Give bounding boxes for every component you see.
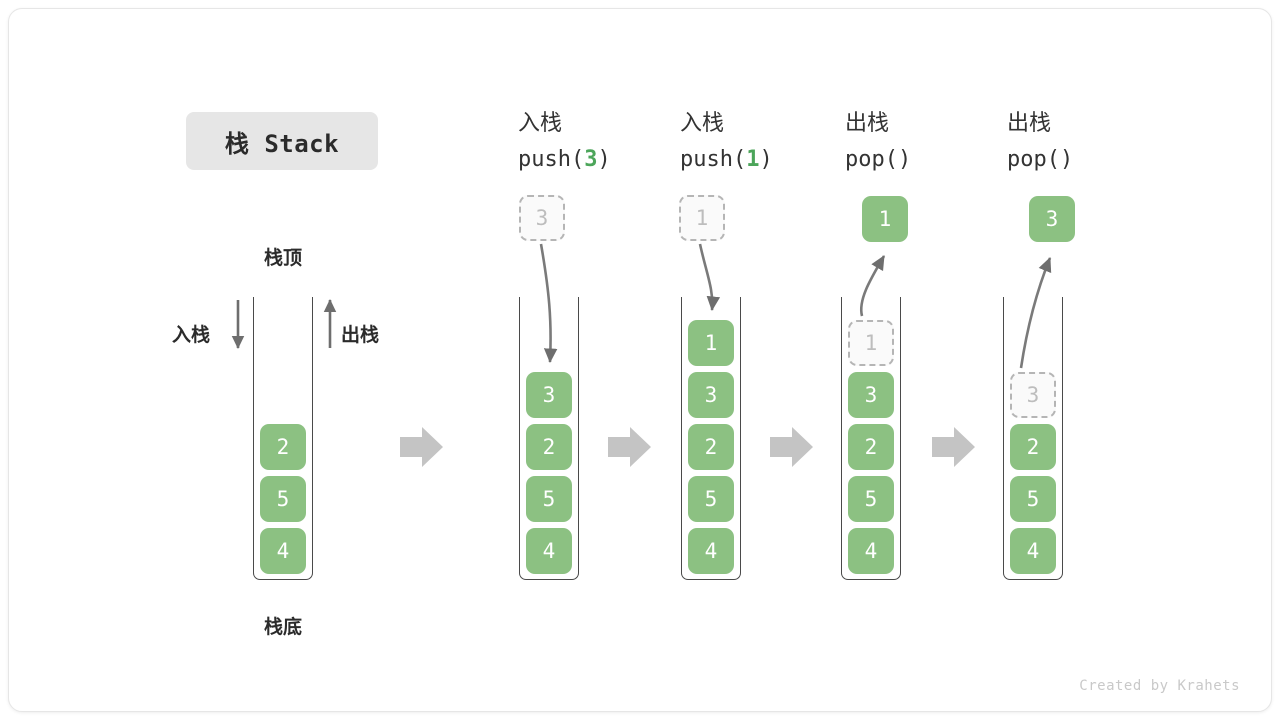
- pop-direction-label: 出栈: [341, 324, 380, 346]
- step-label-cn: 出栈: [845, 111, 890, 136]
- step-label-code: pop(): [845, 142, 911, 178]
- stack-cell: 4: [848, 528, 894, 574]
- code-suffix: ): [759, 147, 773, 172]
- step-label-code: push(3): [518, 142, 611, 178]
- page-title-text: 栈 Stack: [224, 129, 340, 158]
- stack-bottom-label: 栈底: [263, 616, 302, 638]
- stack-cell: 3: [848, 372, 894, 418]
- stack-cell: 4: [688, 528, 734, 574]
- stack-container-initial: [253, 297, 313, 580]
- code-suffix: ): [897, 147, 912, 172]
- code-suffix: ): [597, 147, 611, 172]
- step-header-push-3: 入栈 push(3): [518, 106, 611, 178]
- step-label-code: pop(): [1007, 142, 1073, 178]
- stack-container-push-3: [519, 297, 579, 580]
- stack-cell: 2: [526, 424, 572, 470]
- code-prefix: push(: [518, 147, 585, 172]
- stack-cell: 4: [260, 528, 306, 574]
- stack-top-label: 栈顶: [263, 247, 302, 269]
- stack-cell: 4: [1010, 528, 1056, 574]
- stack-cell: 5: [260, 476, 306, 522]
- step-label-cn: 入栈: [680, 111, 725, 136]
- step-header-push-1: 入栈 push(1): [680, 106, 773, 178]
- code-arg: 3: [584, 147, 598, 172]
- stack-cell: 2: [260, 424, 306, 470]
- stack-container-pop-3: [1003, 297, 1063, 580]
- stack-cell: 2: [688, 424, 734, 470]
- stack-cell: 2: [1010, 424, 1056, 470]
- stack-cell: 3: [688, 372, 734, 418]
- stack-cell: 5: [1010, 476, 1056, 522]
- stack-container-push-1: [681, 297, 741, 580]
- stack-cell: 5: [848, 476, 894, 522]
- incoming-ghost-cell: 3: [519, 195, 565, 241]
- step-label-code: push(1): [680, 142, 773, 178]
- stack-cell: 4: [526, 528, 572, 574]
- step-label-cn: 入栈: [518, 111, 563, 136]
- stack-cell: 5: [688, 476, 734, 522]
- stack-cell: 2: [848, 424, 894, 470]
- page-title: 栈 Stack: [186, 112, 378, 170]
- code-arg: 1: [746, 147, 760, 172]
- popped-result-cell: 1: [862, 196, 908, 242]
- step-header-pop-1: 出栈 pop(): [845, 106, 911, 178]
- ghost-in-stack-cell: 3: [1010, 372, 1056, 418]
- code-suffix: ): [1059, 147, 1074, 172]
- stack-cell: 5: [526, 476, 572, 522]
- step-header-pop-3: 出栈 pop(): [1007, 106, 1073, 178]
- incoming-ghost-cell: 1: [679, 195, 725, 241]
- step-label-cn: 出栈: [1007, 111, 1052, 136]
- code-prefix: pop(: [845, 147, 898, 172]
- stack-cell: 1: [688, 320, 734, 366]
- stack-container-pop-1: [841, 297, 901, 580]
- popped-result-cell: 3: [1029, 196, 1075, 242]
- stack-cell: 3: [526, 372, 572, 418]
- footer-credit: Created by Krahets: [1079, 678, 1240, 694]
- ghost-in-stack-cell: 1: [848, 320, 894, 366]
- push-direction-label: 入栈: [172, 324, 211, 346]
- code-prefix: pop(: [1007, 147, 1060, 172]
- code-prefix: push(: [680, 147, 747, 172]
